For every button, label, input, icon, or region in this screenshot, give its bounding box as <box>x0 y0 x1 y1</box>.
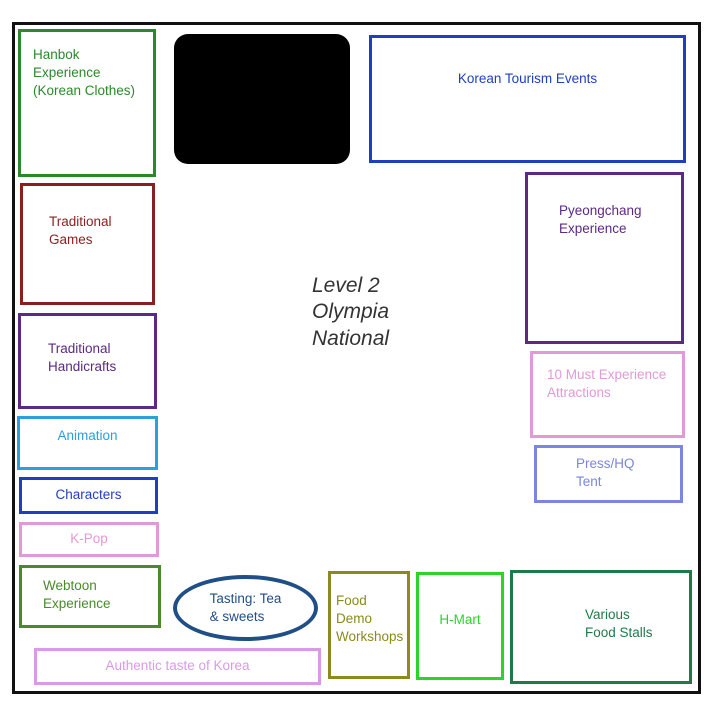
booth-kpop-label: K-Pop <box>70 531 108 547</box>
booth-traditional-handicrafts: Traditional Handicrafts <box>18 313 157 409</box>
booth-food-stalls-label: Various Food Stalls <box>585 607 653 641</box>
booth-korean-tourism-events: Korean Tourism Events <box>369 35 686 163</box>
booth-pyeongchang-experience: Pyeongchang Experience <box>525 172 684 344</box>
venue-line-3: National <box>312 326 390 350</box>
booth-attractions-label: 10 Must Experience Attractions <box>547 367 667 401</box>
blacked-out-area <box>174 34 350 164</box>
booth-k-pop: K-Pop <box>19 522 159 557</box>
booth-characters-label: Characters <box>55 487 122 503</box>
venue-line-1: Level 2 <box>312 274 380 297</box>
booth-animation: Animation <box>17 416 158 470</box>
booth-authentic-taste-of-korea: Authentic taste of Korea <box>34 648 321 685</box>
booth-pyeongchang-label: Pyeongchang Experience <box>559 203 642 237</box>
booth-animation-label: Animation <box>57 428 118 443</box>
booth-h-mart: H-Mart <box>416 572 504 680</box>
booth-tasting-label: Tasting: Tea & sweets <box>209 590 282 624</box>
booth-hanbok-experience: Hanbok Experience (Korean Clothes) <box>18 29 156 177</box>
booth-taste-label: Authentic taste of Korea <box>105 658 250 674</box>
booth-tourism-label: Korean Tourism Events <box>457 71 598 86</box>
booth-hmart-label: H-Mart <box>439 612 481 627</box>
booth-games-label: Traditional Games <box>49 214 112 248</box>
booth-traditional-games: Traditional Games <box>20 183 155 305</box>
booth-press-hq-tent: Press/HQ Tent <box>534 445 683 503</box>
booth-handicrafts-label: Traditional Handicrafts <box>48 341 117 375</box>
booth-press-label: Press/HQ Tent <box>576 456 635 490</box>
booth-webtoon-experience: Webtoon Experience <box>19 565 161 628</box>
booth-tasting-tea-and-sweets: Tasting: Tea & sweets <box>173 575 318 641</box>
venue-label: Level 2 Olympia National <box>312 273 389 352</box>
booth-10-must-experience-attractions: 10 Must Experience Attractions <box>530 351 685 438</box>
booth-food-demo-workshops: Food Demo Workshops <box>328 571 410 679</box>
booth-characters: Characters <box>19 477 158 514</box>
booth-webtoon-label: Webtoon Experience <box>43 578 111 612</box>
booth-various-food-stalls: Various Food Stalls <box>510 570 692 684</box>
booth-food-demo-label: Food Demo Workshops <box>336 593 404 645</box>
venue-line-2: Olympia <box>312 300 390 324</box>
booth-hanbok-label: Hanbok Experience (Korean Clothes) <box>33 47 136 99</box>
